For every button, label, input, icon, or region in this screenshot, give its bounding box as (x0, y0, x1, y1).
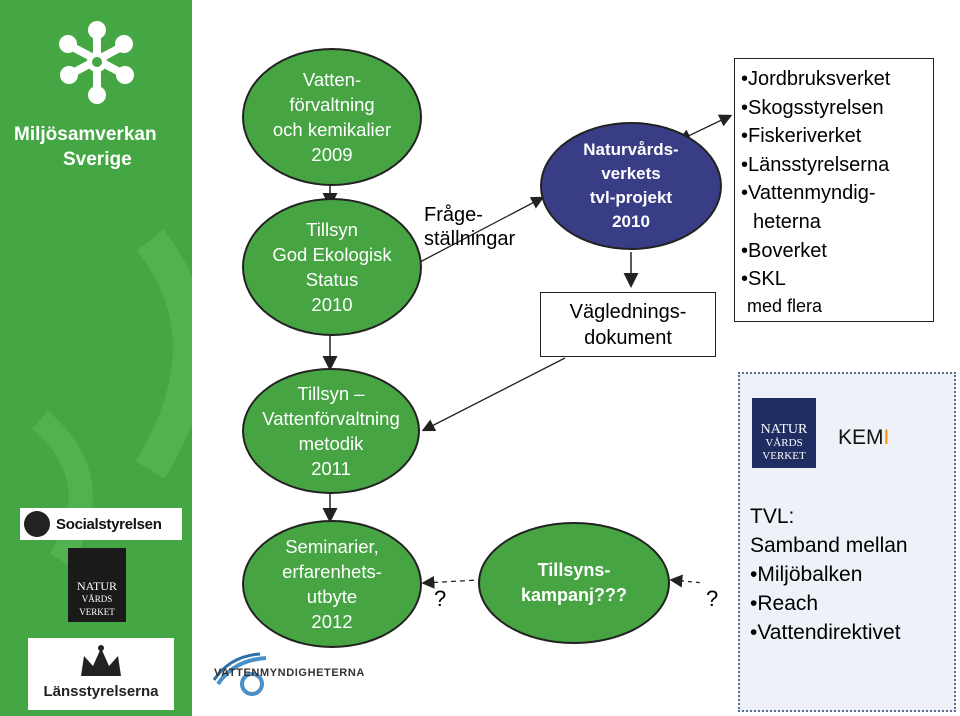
logo-line: VERKET (762, 450, 806, 462)
decorative-arcs (31, 229, 192, 567)
label-line: Fråge- (424, 204, 483, 226)
logo-line: VÅRDS (765, 437, 803, 449)
node-text-line: kampanj??? (520, 585, 627, 605)
agencies-box: •Jordbruksverket •Skogsstyrelsen •Fisker… (734, 58, 934, 322)
naturvardsverket-sidebar-logo: NATUR VÅRDS VERKET (68, 548, 126, 622)
naturvardsverket-line3: VERKET (79, 607, 115, 617)
question-mark-left: ? (434, 586, 447, 611)
water-drop-icon (212, 652, 267, 696)
logo-line: NATUR (760, 422, 808, 437)
node-text-line: 2012 (311, 611, 353, 632)
kemi-accent: I (883, 426, 890, 449)
naturvardsverket-tvl-logo: NATUR VÅRDS VERKET (752, 398, 816, 468)
agency-item: •Skogsstyrelsen (741, 96, 884, 119)
brand-line1: Miljösamverkan (14, 124, 157, 145)
vattenmyndigheterna-text: VATTENMYNDIGHETERNA (214, 667, 365, 679)
tvl-title: TVL: (750, 505, 795, 528)
vattenmyndigheterna-logo: VATTENMYNDIGHETERNA (210, 650, 370, 700)
tvl-box: NATUR VÅRDS VERKET KEMI TVL: Samband mel… (738, 372, 956, 712)
brand-line2: Sverige (63, 149, 132, 170)
agency-item: •Vattenmyndig- (741, 182, 876, 205)
node-text-line: tvl-projekt (589, 188, 673, 207)
vagledningsdokument-box: Väglednings- dokument (540, 292, 716, 357)
node-vattenforvaltning-2009: Vatten- förvaltning och kemikalier 2009 (242, 48, 422, 186)
node-text-line: Status (305, 269, 359, 290)
node-tillsyn-ekologisk-status-2010: Tillsyn God Ekologisk Status 2010 (242, 198, 422, 336)
node-text-line: metodik (298, 433, 364, 454)
node-text-line: Tillsyn – (297, 383, 365, 404)
node-text-line: erfarenhets- (282, 561, 382, 582)
node-seminarier-2012: Seminarier, erfarenhets- utbyte 2012 (242, 520, 422, 648)
tvl-item: •Reach (750, 592, 819, 615)
node-text-line: 2010 (612, 212, 650, 231)
label-line: Väglednings- (569, 301, 687, 323)
node-text-line: och kemikalier (272, 119, 392, 140)
naturvardsverket-line1: NATUR (76, 579, 117, 593)
node-text-line: förvaltning (289, 94, 375, 115)
socialstyrelsen-text: Socialstyrelsen (56, 515, 162, 533)
brand-text: Miljösamverkan Sverige (14, 122, 157, 172)
question-mark-right: ? (706, 586, 719, 611)
agency-item: •SKL (741, 268, 786, 291)
node-text-line: God Ekologisk (272, 244, 392, 265)
crown-icon (81, 645, 121, 676)
node-text-line: 2010 (311, 294, 353, 315)
node-tillsynskampanj: Tillsyns- kampanj??? (478, 522, 670, 644)
label-line: dokument (584, 327, 672, 349)
fragestallningar-label: Fråge- ställningar (424, 203, 515, 251)
agency-item: •Länsstyrelserna (741, 153, 890, 176)
socialstyrelsen-logo: Socialstyrelsen (20, 508, 182, 540)
agency-item: •Jordbruksverket (741, 68, 891, 90)
node-text-line: utbyte (306, 586, 358, 607)
node-text-line: Tillsyn (306, 219, 358, 240)
agency-item-continued: heterna (753, 210, 821, 233)
tvl-item: •Vattendirektivet (750, 621, 901, 644)
node-text-line: Naturvårds- (583, 140, 679, 159)
node-tillsyn-vattenforvaltning-2011: Tillsyn – Vattenförvaltning metodik 2011 (242, 368, 420, 494)
node-text-line: 2011 (311, 458, 351, 479)
tvl-subtitle: Samband mellan (750, 534, 908, 557)
label-line: ställningar (424, 228, 516, 250)
tvl-content: TVL: Samband mellan •Miljöbalken •Reach … (750, 502, 908, 647)
kemi-logo: KEMI (838, 426, 889, 450)
flower-logo-icon (59, 21, 134, 104)
agencies-footer: med flera (747, 295, 823, 316)
socialstyrelsen-emblem-icon (24, 511, 50, 537)
node-text-line: Vatten- (302, 69, 362, 90)
node-text-line: verkets (601, 164, 661, 183)
tvl-item: •Miljöbalken (750, 563, 863, 586)
node-text-line: Tillsyns- (537, 560, 611, 580)
node-text-line: 2009 (311, 144, 353, 165)
kemi-text: KEM (838, 426, 884, 449)
node-naturvardsverkets-tvl-projekt-2010: Naturvårds- verkets tvl-projekt 2010 (540, 122, 722, 250)
agency-item: •Boverket (741, 239, 827, 262)
naturvardsverket-line2: VÅRDS (81, 594, 113, 604)
node-text-line: Vattenförvaltning (262, 408, 400, 429)
node-text-line: Seminarier, (285, 536, 379, 557)
sidebar: Miljösamverkan Sverige Socialstyrelsen N… (0, 0, 192, 716)
agency-item: •Fiskeriverket (741, 125, 862, 148)
lansstyrelserna-logo: Länsstyrelserna (28, 638, 174, 710)
lansstyrelserna-text: Länsstyrelserna (43, 683, 159, 700)
